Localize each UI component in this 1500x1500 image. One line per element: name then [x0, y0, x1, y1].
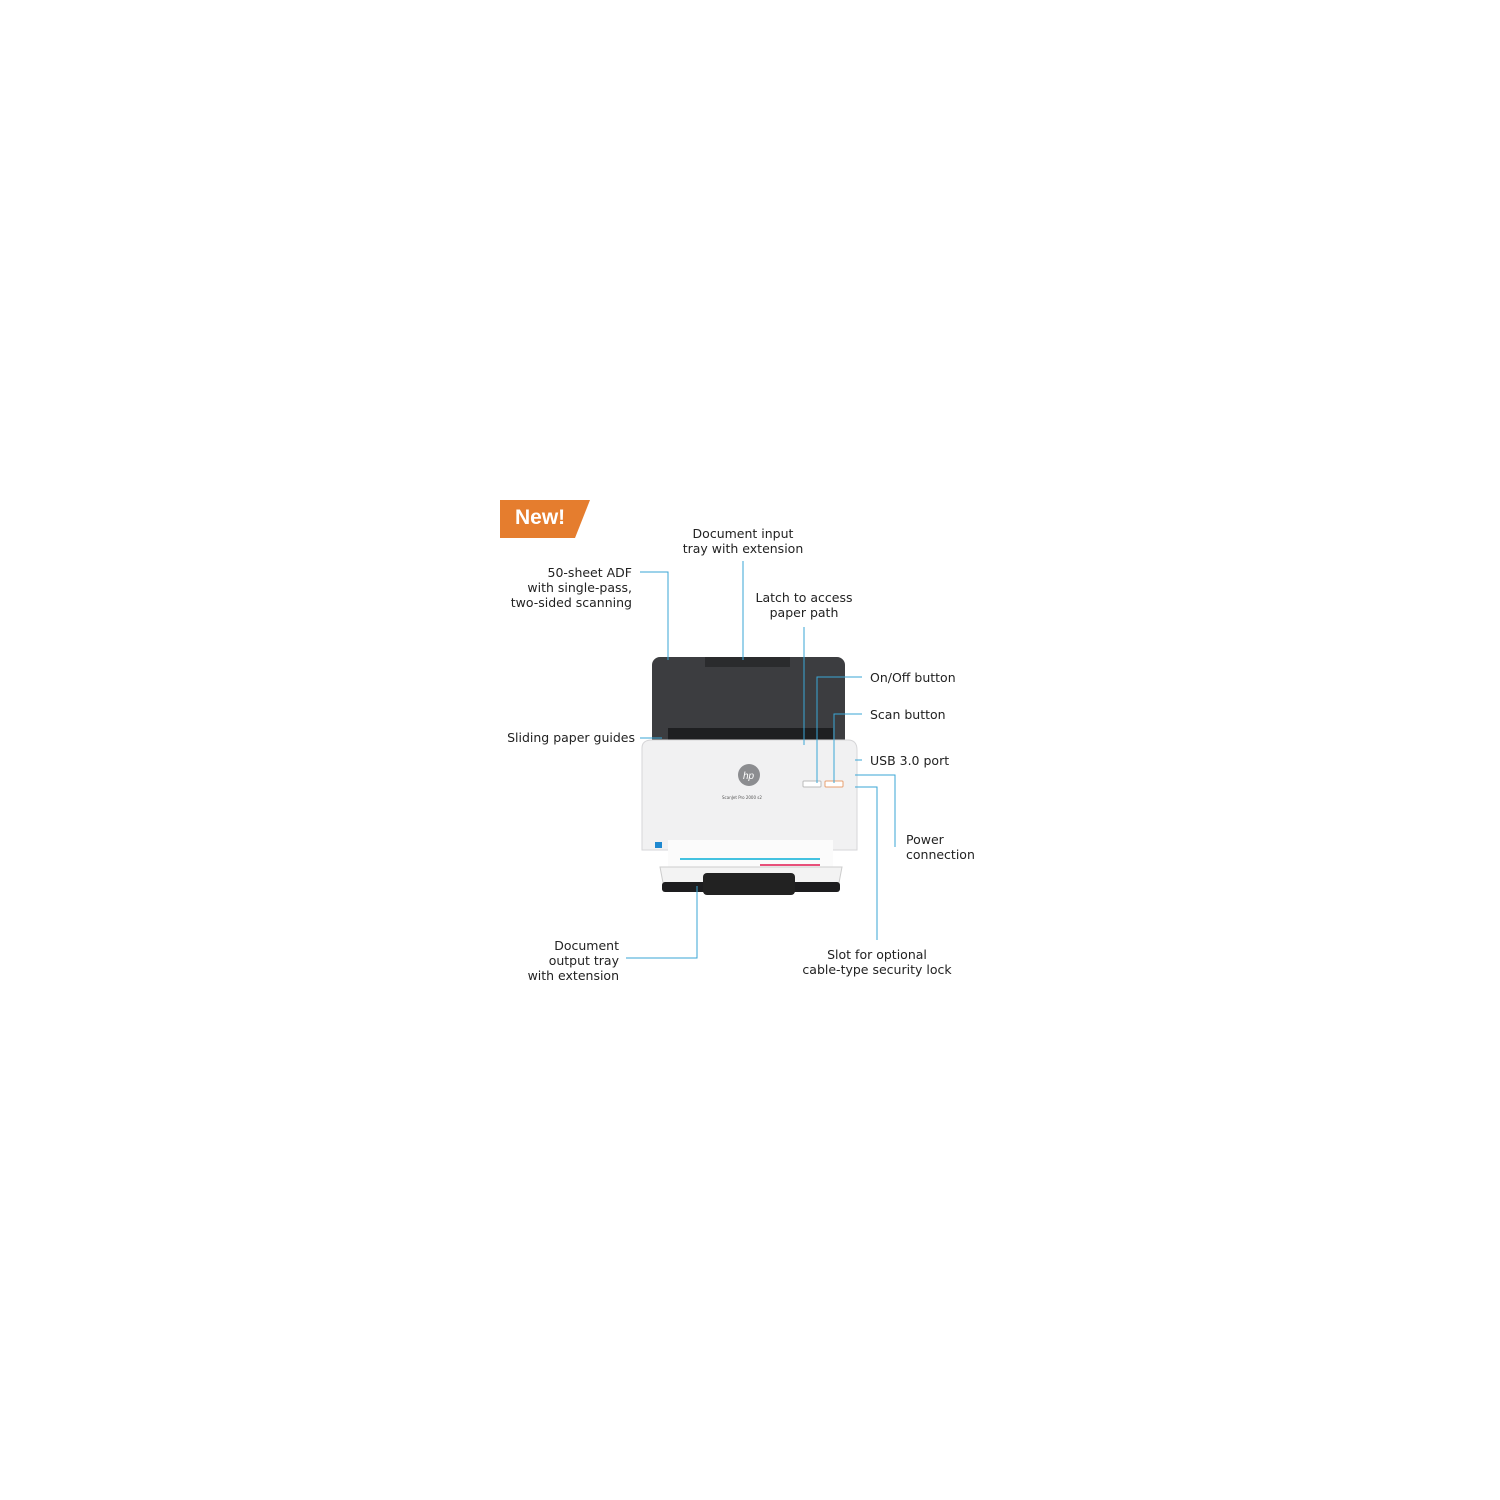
callout-power: Power connection — [906, 832, 975, 862]
callout-on-off: On/Off button — [870, 670, 956, 685]
callout-line: Document input — [692, 526, 794, 541]
callout-line: paper path — [769, 605, 839, 620]
callout-line: with single-pass, — [527, 580, 632, 595]
callout-line: 50-sheet ADF — [547, 565, 632, 580]
callout-line: Power — [906, 832, 944, 847]
callout-adf: 50-sheet ADF with single-pass, two-sided… — [511, 565, 632, 610]
callout-input-tray: Document input tray with extension — [672, 526, 814, 556]
new-badge: New! — [515, 506, 566, 529]
callout-line: cable-type security lock — [802, 962, 952, 977]
callout-output-tray: Document output tray with extension — [528, 938, 619, 983]
hp-logo-icon — [738, 764, 760, 786]
callout-line: connection — [906, 847, 975, 862]
svg-text:hp: hp — [743, 771, 755, 782]
callout-line: output tray — [548, 953, 619, 968]
callout-line: two-sided scanning — [510, 595, 632, 610]
leader-lines — [626, 561, 896, 959]
callout-line: with extension — [527, 968, 619, 983]
callout-line: Latch to access — [755, 590, 853, 605]
callout-guides: Sliding paper guides — [507, 730, 635, 745]
callout-usb: USB 3.0 port — [870, 753, 950, 768]
callout-lock: Slot for optional cable-type security lo… — [797, 947, 957, 977]
model-label: ScanJet Pro 2000 s2 — [722, 795, 762, 800]
callout-scan: Scan button — [870, 707, 946, 722]
callout-line: Slot for optional — [827, 947, 927, 962]
callout-line: Document — [554, 938, 619, 953]
scanner-illustration: hp — [641, 657, 858, 895]
callout-line: tray with extension — [682, 541, 804, 556]
callout-latch: Latch to access paper path — [744, 590, 864, 620]
new-badge-shape — [500, 500, 590, 538]
